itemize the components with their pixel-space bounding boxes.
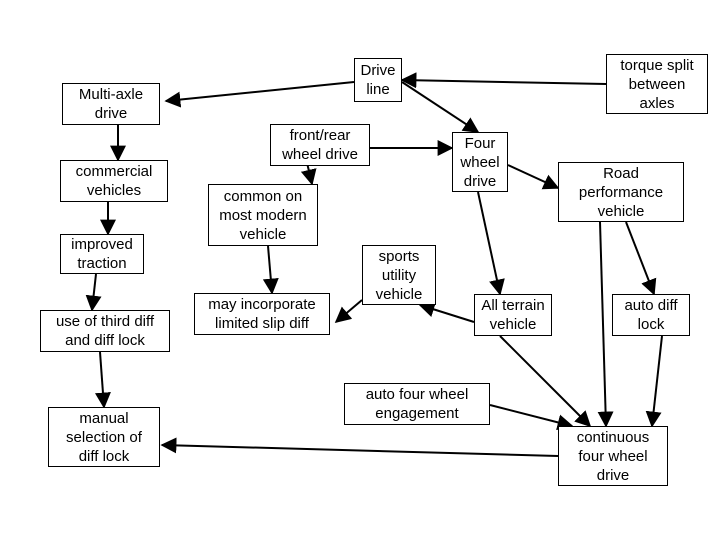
- node-improved-traction: improved traction: [60, 234, 144, 274]
- edge-suv-to-limited-slip: [334, 299, 363, 324]
- edge-drive-line-to-multi-axle: [164, 81, 355, 108]
- node-multi-axle: Multi-axle drive: [62, 83, 160, 125]
- edge-torque-split-to-drive-line: [400, 72, 607, 89]
- edge-continuous-to-manual: [160, 437, 559, 457]
- edge-auto-4wd-to-continuous: [489, 404, 574, 431]
- node-manual-selection: manual selection of diff lock: [48, 407, 160, 467]
- edge-all-terrain-to-continuous: [499, 335, 592, 428]
- edge-third-diff-to-manual: [94, 351, 111, 409]
- edge-road-perf-to-auto-diff: [625, 221, 657, 296]
- edge-all-terrain-to-suv: [418, 301, 475, 323]
- edge-drive-line-to-four-wheel: [401, 81, 480, 133]
- edge-road-perf-to-continuous: [597, 221, 614, 428]
- node-suv: sports utility vehicle: [362, 245, 436, 305]
- edge-common-to-limited-slip: [262, 245, 279, 295]
- edge-improved-to-third-diff: [85, 273, 102, 312]
- node-commercial: commercial vehicles: [60, 160, 168, 202]
- node-continuous-4wd: continuous four wheel drive: [558, 426, 668, 486]
- node-auto-4wd: auto four wheel engagement: [344, 383, 490, 425]
- node-front-rear: front/rear wheel drive: [270, 124, 370, 166]
- edge-auto-diff-to-continuous: [645, 335, 663, 428]
- edge-four-wheel-to-road-perf: [507, 164, 560, 190]
- node-all-terrain: All terrain vehicle: [474, 294, 552, 336]
- node-road-performance: Road performance vehicle: [558, 162, 684, 222]
- edge-four-wheel-to-all-terrain: [477, 191, 505, 296]
- node-common: common on most modern vehicle: [208, 184, 318, 246]
- node-four-wheel: Four wheel drive: [452, 132, 508, 192]
- node-torque-split: torque split between axles: [606, 54, 708, 114]
- node-limited-slip: may incorporate limited slip diff: [194, 293, 330, 335]
- node-auto-diff: auto diff lock: [612, 294, 690, 336]
- node-drive-line: Drive line: [354, 58, 402, 102]
- node-third-diff: use of third diff and diff lock: [40, 310, 170, 352]
